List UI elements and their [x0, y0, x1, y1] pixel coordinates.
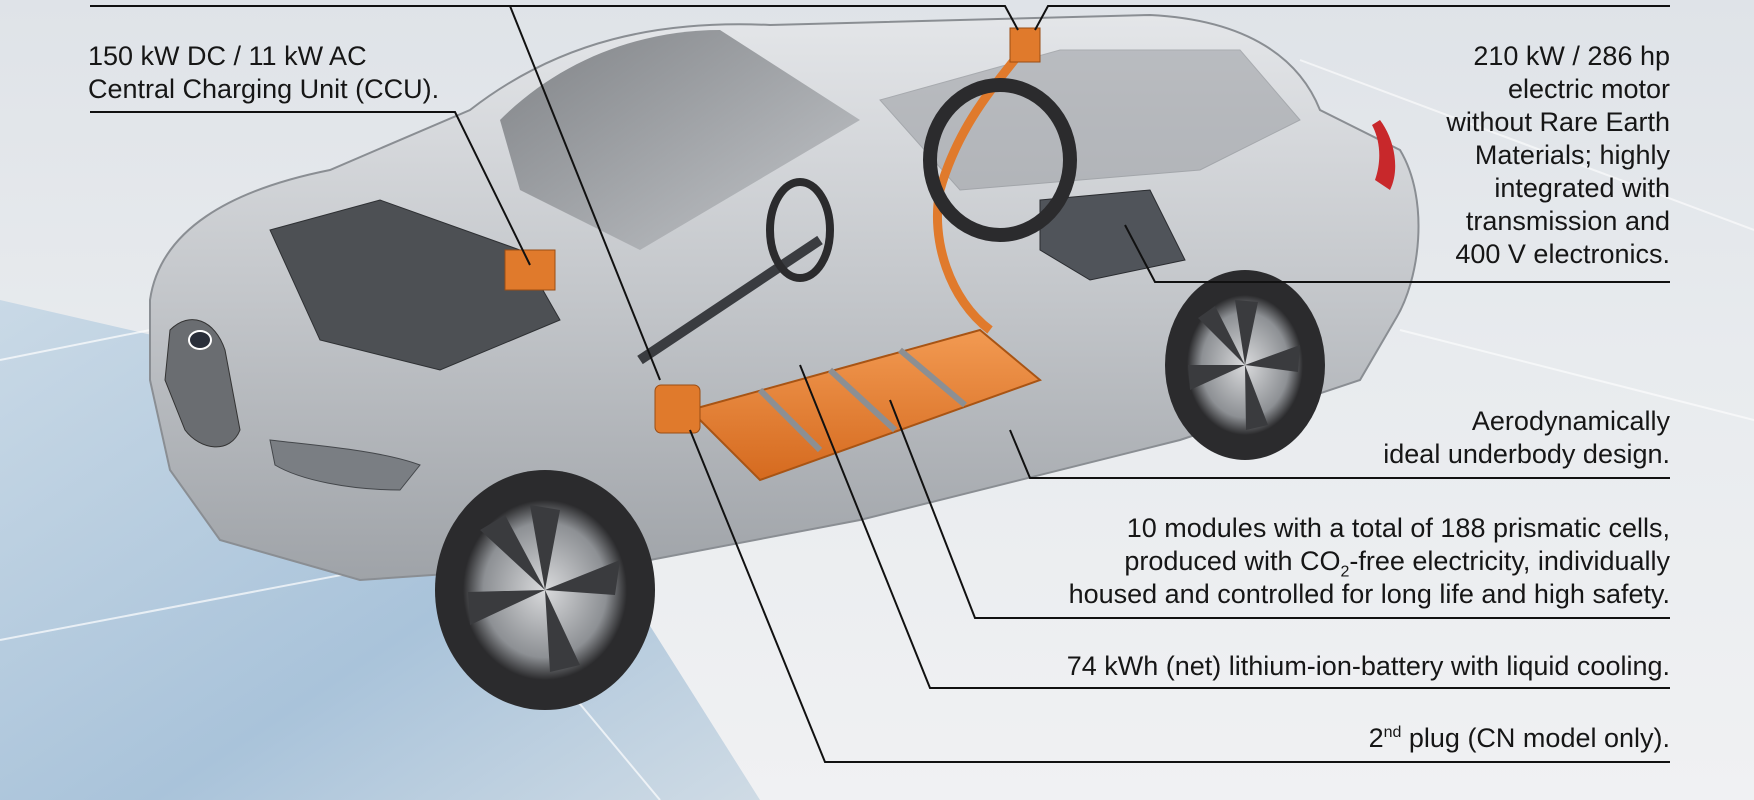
- front-wheel: [435, 470, 655, 710]
- steering-wheel: [766, 178, 834, 282]
- label-modules-co2-subscript: 2: [1340, 563, 1350, 581]
- front-grille: [164, 319, 241, 448]
- rear-wheel: [1165, 270, 1325, 460]
- windshield: [500, 30, 860, 250]
- bmw-logo-icon: [188, 330, 212, 350]
- label-motor-line-4: Materials; highly: [1474, 140, 1670, 170]
- car-illustration: [149, 13, 1420, 710]
- hood-cover: [269, 199, 561, 371]
- label-modules-line-3: housed and controlled for long life and …: [1068, 579, 1670, 609]
- label-plug-number: 2: [1368, 723, 1384, 753]
- label-plug-text: plug (CN model only).: [1401, 723, 1670, 753]
- label-ccu: 150 kW DC / 11 kW AC Central Charging Un…: [88, 40, 439, 106]
- label-motor-line-3: without Rare Earth: [1446, 107, 1670, 137]
- label-underbody-line-2: ideal underbody design.: [1383, 439, 1670, 469]
- leader-line-underbody: [1009, 429, 1670, 479]
- label-ccu-line-2: Central Charging Unit (CCU).: [88, 74, 440, 104]
- label-plug: 2nd plug (CN model only).: [1369, 722, 1670, 755]
- leader-line-pillar: [509, 5, 661, 381]
- rear-drive-unit: [1039, 189, 1186, 281]
- ccu-unit: [504, 249, 556, 291]
- leader-line-top-right: [1034, 5, 1670, 31]
- orange-connector-top: [1009, 27, 1041, 63]
- steering-column: [637, 235, 823, 365]
- label-motor-line-1: 210 kW / 286 hp: [1473, 41, 1670, 71]
- label-modules-line-2-rest: -free electricity, individually: [1349, 546, 1670, 576]
- label-modules-line-1: 10 modules with a total of 188 prismatic…: [1126, 513, 1670, 543]
- label-modules-co2-text: produced with CO: [1124, 546, 1341, 576]
- leader-line-modules: [889, 399, 1670, 619]
- rear-light: [1372, 120, 1396, 190]
- front-motor-wheel-hub: [923, 78, 1077, 242]
- label-motor-line-5: integrated with: [1494, 173, 1670, 203]
- leader-line-battery: [799, 364, 1670, 689]
- label-modules-line-2: produced with CO2-free electricity, indi…: [1069, 545, 1670, 581]
- label-ccu-line-1: 150 kW DC / 11 kW AC: [88, 41, 367, 71]
- battery-module-dividers: [757, 347, 967, 453]
- label-underbody-line-1: Aerodynamically: [1471, 406, 1670, 436]
- label-motor: 210 kW / 286 hp electric motor without R…: [1446, 40, 1670, 271]
- leader-line-plug: [689, 429, 1670, 763]
- headlight: [269, 439, 421, 491]
- label-battery-line-1: 74 kWh (net) lithium-ion-battery with li…: [1066, 651, 1670, 681]
- label-plug-superscript: nd: [1383, 724, 1402, 741]
- leader-line-ccu: [90, 111, 531, 266]
- label-motor-line-6: transmission and: [1465, 206, 1670, 236]
- leader-line-top-left: [90, 5, 1019, 31]
- label-battery: 74 kWh (net) lithium-ion-battery with li…: [1067, 650, 1670, 683]
- label-underbody: Aerodynamically ideal underbody design.: [1383, 405, 1670, 471]
- label-motor-line-2: electric motor: [1507, 74, 1670, 104]
- leader-line-motor: [1124, 224, 1670, 283]
- label-motor-line-7: 400 V electronics.: [1455, 239, 1670, 269]
- label-modules: 10 modules with a total of 188 prismatic…: [1069, 512, 1670, 611]
- leader-lines: [90, 5, 1670, 763]
- second-plug-unit: [654, 384, 701, 434]
